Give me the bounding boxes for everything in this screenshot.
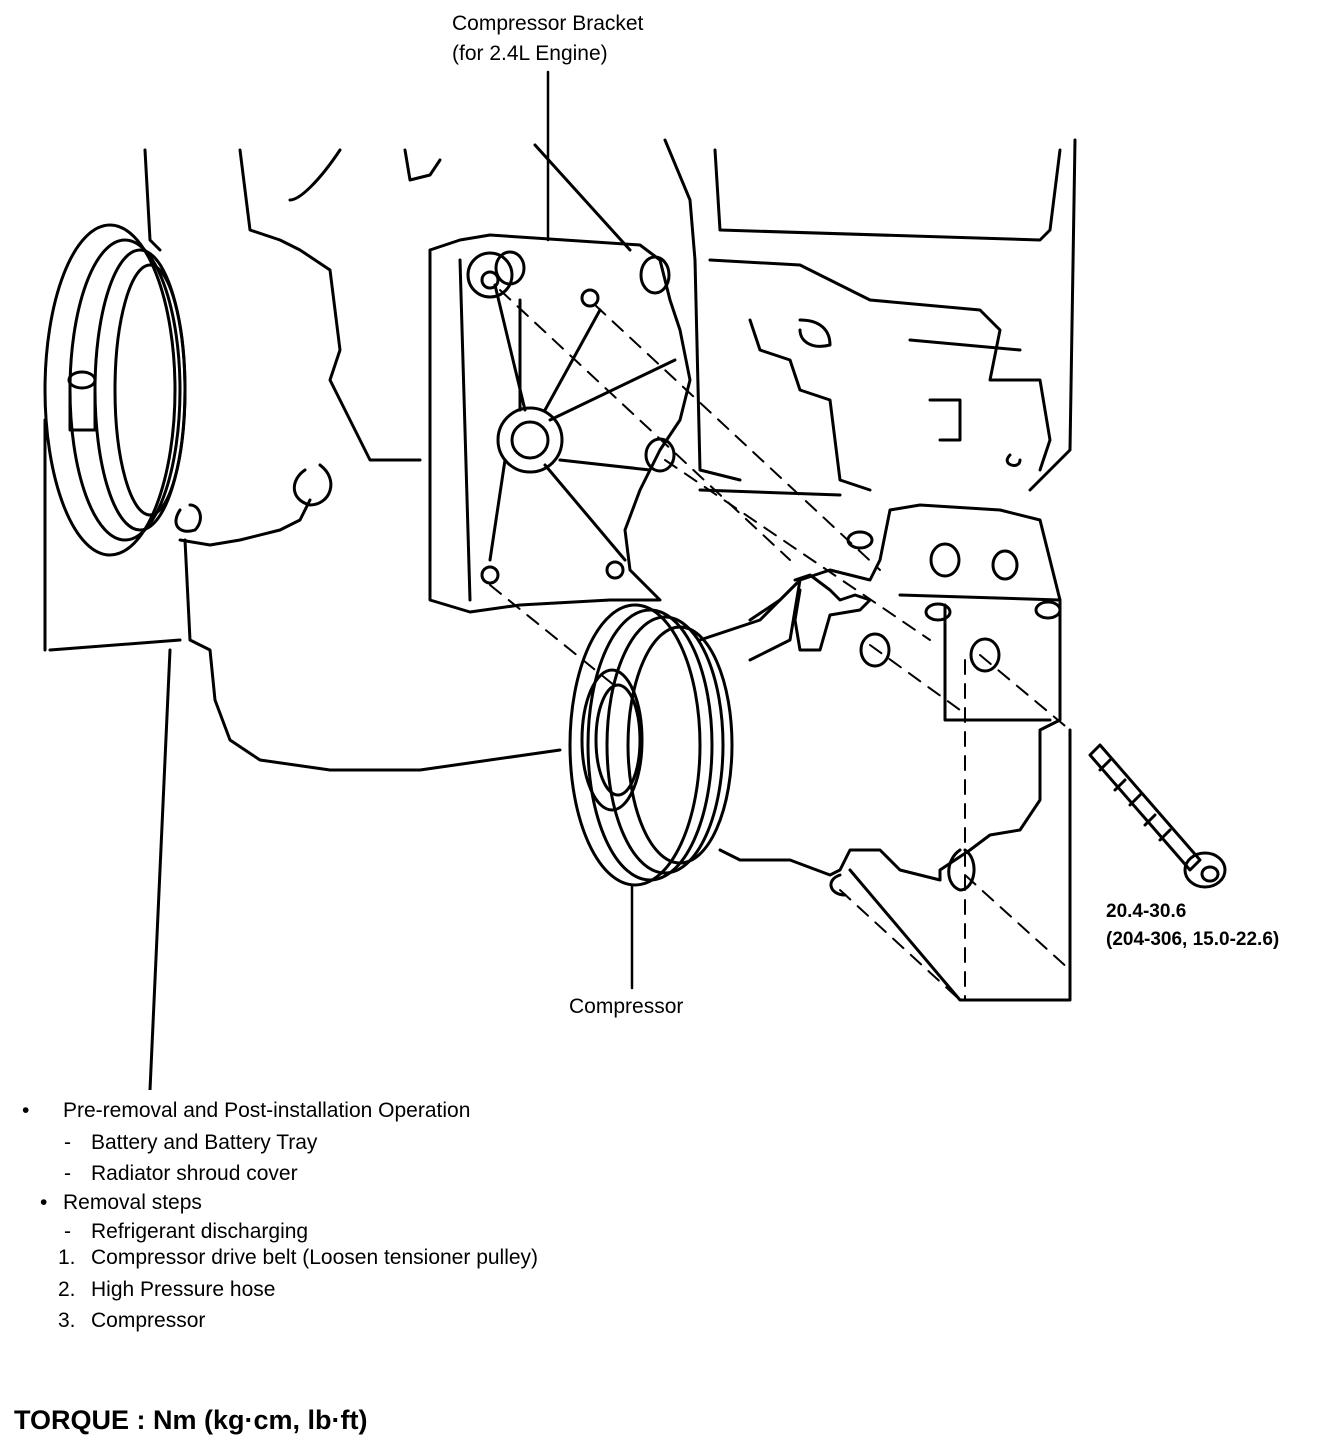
item-text: High Pressure hose [91,1278,276,1301]
item-text: Compressor drive belt (Loosen tensioner … [91,1246,539,1269]
removal-steps-header-text: Removal steps [63,1191,202,1214]
engine-block [43,148,562,1090]
item-text: Compressor [91,1309,206,1332]
item-mark: - [64,1162,71,1185]
item-text: Refrigerant discharging [91,1220,309,1243]
torque-value-nm: 20.4-30.6 [1106,901,1187,922]
compressor-bracket [428,233,692,614]
bracket-label-line2: (for 2.4L Engine) [452,42,608,65]
item-mark: 3. [58,1309,76,1332]
compressor-body [568,503,1072,1002]
pre-removal-header-text: Pre-removal and Post-installation Operat… [63,1099,471,1122]
mounting-bolt [1088,743,1227,889]
compressor-label: Compressor [569,995,684,1018]
torque-unit-legend: TORQUE : Nm (kg·cm, lb·ft) [14,1405,368,1435]
bolt-alignment-lines [489,289,1071,1001]
bullet-mark: • [40,1191,48,1214]
bracket-label-line1: Compressor Bracket [452,12,644,35]
item-text: Radiator shroud cover [91,1162,298,1185]
item-mark: 1. [58,1246,76,1269]
torque-value-alt-units: (204-306, 15.0-22.6) [1106,929,1280,950]
leader-lines [546,70,634,990]
crank-pulley [43,223,202,557]
item-mark: 2. [58,1278,76,1301]
bullet-mark: • [22,1099,30,1122]
item-mark: - [64,1220,71,1243]
compressor-exploded-diagram [43,70,1227,1090]
engine-right-section [533,138,1077,497]
item-text: Battery and Battery Tray [91,1131,318,1154]
item-mark: - [64,1131,71,1154]
